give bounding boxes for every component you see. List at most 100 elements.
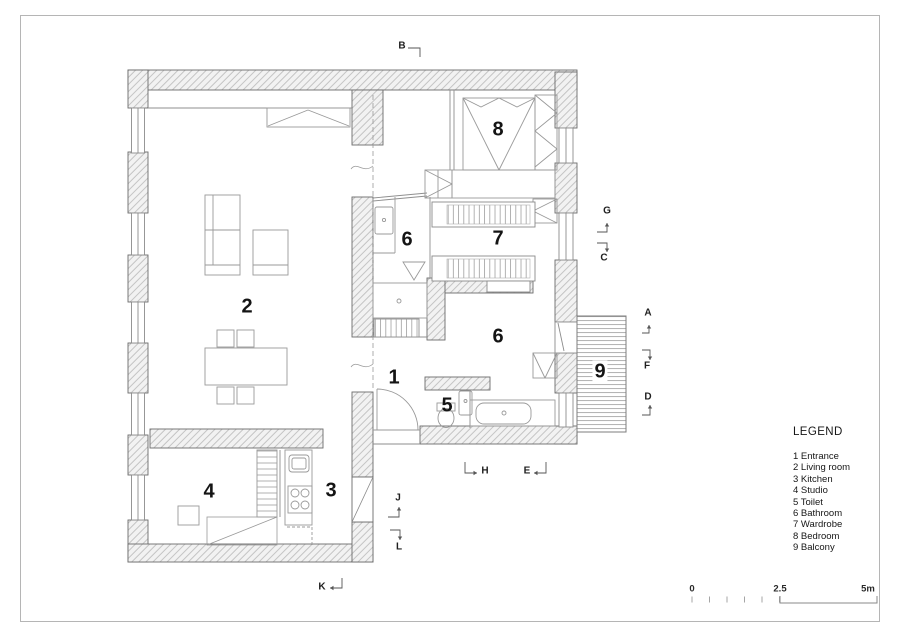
- shaft-box-2: [206, 516, 278, 546]
- interior-partitions: [148, 90, 534, 546]
- room-label-balcony: 9: [592, 360, 608, 384]
- partition-bathroom-vertical: [426, 277, 446, 341]
- window-left-2: [131, 212, 145, 256]
- chair-4: [236, 386, 255, 405]
- wall-left-pier-3: [127, 342, 149, 394]
- room-label-bathroom-upper: 6: [401, 228, 413, 251]
- shelf-band: [451, 169, 556, 199]
- entrance-door-swing: [376, 388, 419, 431]
- fold-symbol-balcony: [532, 352, 558, 379]
- legend-item-living-room: 2 Living room: [793, 462, 851, 474]
- scale-label-mid: 2.5: [773, 583, 787, 595]
- legend-item-kitchen: 3 Kitchen: [793, 473, 833, 485]
- shaft-diagonal-2: [206, 516, 278, 546]
- room-label-toilet: 5: [441, 394, 453, 417]
- window-right-3: [558, 392, 574, 428]
- drawing-border: [20, 15, 880, 622]
- chair-2: [236, 329, 255, 348]
- washbasin-upper: [374, 206, 394, 235]
- bracket-g: [597, 223, 608, 233]
- wall-middle-seg-2: [351, 196, 374, 338]
- legend-item-wardrobe: 7 Wardrobe: [793, 519, 843, 531]
- studio-fixtures: [177, 449, 278, 526]
- wall-right-seg-2: [554, 162, 578, 214]
- section-marker-l: L: [395, 541, 403, 553]
- bracket-l: [390, 529, 401, 540]
- wall-middle-seg-3: [351, 391, 374, 478]
- wall-left-corner-top: [127, 69, 149, 109]
- legend-item-toilet: 5 Toilet: [793, 496, 823, 508]
- living-room-furniture: [204, 107, 351, 405]
- chair-1: [216, 329, 235, 348]
- bracket-k: [330, 578, 343, 589]
- studio-desk: [177, 505, 200, 526]
- legend-item-bedroom: 8 Bedroom: [793, 530, 840, 542]
- room-label-kitchen: 3: [325, 479, 337, 502]
- bracket-f: [642, 349, 651, 360]
- counter-dashed: [287, 526, 313, 545]
- section-marker-g: G: [603, 205, 611, 217]
- legend-item-balcony: 9 Balcony: [793, 542, 835, 554]
- wall-middle-seg-1: [351, 89, 384, 146]
- wall-bottom-right: [419, 425, 578, 445]
- legend-item-bathroom: 6 Bathroom: [793, 508, 843, 520]
- wall-left-pier-2: [127, 254, 149, 303]
- bedroom-wardrobe-column: [534, 94, 558, 171]
- legend-item-entrance: 1 Entrance: [793, 451, 839, 462]
- kitchen-hob: [287, 485, 313, 514]
- section-marker-j: J: [395, 492, 401, 504]
- room-label-entrance: 1: [388, 366, 400, 389]
- section-marker-h: H: [481, 465, 489, 477]
- section-marker-e: E: [523, 465, 531, 477]
- washbasin-toilet: [458, 390, 473, 416]
- chair-3: [216, 386, 235, 405]
- wall-right-seg-4: [554, 352, 578, 394]
- bathroom-fixtures: [372, 197, 558, 428]
- wall-right-seg-3: [554, 259, 578, 323]
- wall-top: [127, 69, 578, 91]
- scale-label-max: 5m: [861, 583, 875, 595]
- legend-item-studio: 4 Studio: [793, 485, 828, 497]
- wardrobe-unit-b: [431, 255, 536, 282]
- section-marker-a: A: [644, 307, 652, 319]
- windows: [131, 107, 578, 521]
- thin-walls: [148, 90, 471, 517]
- partition-toilet: [424, 376, 491, 391]
- fold-cabinet-2: [532, 198, 558, 224]
- legend: LEGEND 1 Entrance 2 Living room 3 Kitche…: [793, 426, 850, 554]
- shaft-diagonal-1: [351, 476, 374, 523]
- window-left-4: [131, 392, 145, 436]
- scale-label-zero: 0: [689, 583, 695, 595]
- window-right-1: [558, 127, 574, 164]
- kitchen-fixtures: [284, 449, 313, 545]
- dining-table: [204, 347, 288, 386]
- ceiling-detail: [266, 107, 351, 128]
- fold-cabinet: [424, 169, 453, 199]
- toilet-wc: [436, 402, 456, 428]
- wall-left-pier-1: [127, 151, 149, 214]
- window-right-2: [558, 212, 574, 261]
- section-marker-d: D: [644, 391, 652, 403]
- striped-cabinet: [373, 318, 420, 338]
- shower-fold-symbol: [402, 261, 426, 281]
- wall-middle-seg-4: [351, 521, 374, 563]
- dining-set: [204, 329, 288, 405]
- bracket-h: [464, 462, 477, 474]
- section-marker-b: B: [398, 40, 406, 52]
- bracket-a: [642, 325, 650, 334]
- wardrobe-units: [431, 201, 536, 293]
- partition-studio: [149, 428, 324, 449]
- wall-right-seg-1: [554, 71, 578, 129]
- balcony-door-opening: [554, 321, 578, 354]
- section-marker-f: F: [643, 360, 651, 372]
- kitchen-sink: [288, 454, 310, 473]
- room-label-living-room: 2: [241, 295, 253, 318]
- sofa: [204, 194, 241, 276]
- scale-bar-segment: [779, 596, 878, 604]
- wall-left-pier-4: [127, 434, 149, 476]
- window-left-1: [131, 107, 145, 154]
- legend-title: LEGEND: [793, 426, 843, 438]
- room-label-studio: 4: [203, 480, 215, 503]
